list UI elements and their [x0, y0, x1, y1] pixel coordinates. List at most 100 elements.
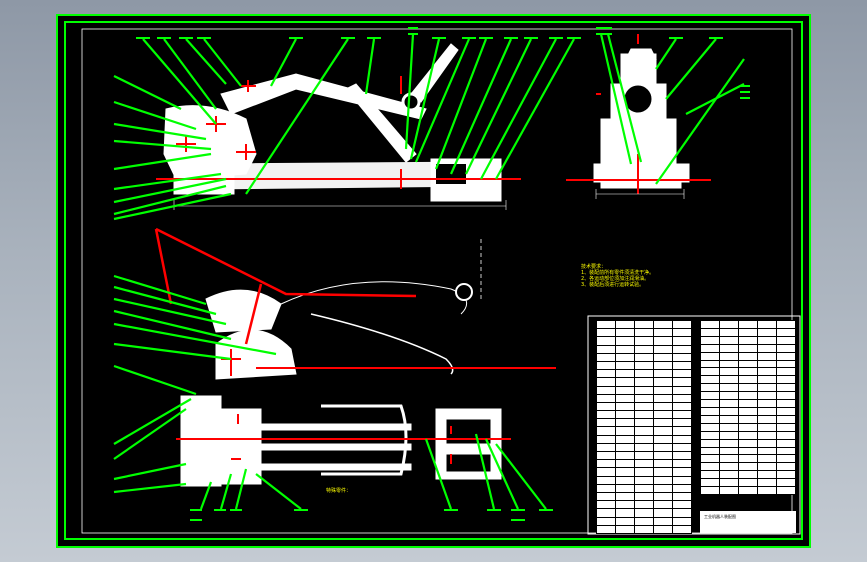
parts-list-cell [653, 401, 673, 412]
parts-list-row [700, 359, 796, 369]
parts-list-cell [738, 462, 758, 472]
parts-list-cell [719, 470, 739, 480]
side-view-dimension [595, 189, 685, 199]
parts-list-cell [700, 478, 720, 488]
parts-list-cell [700, 351, 720, 361]
parts-list-cell [672, 508, 692, 518]
parts-list-row [700, 446, 796, 456]
parts-list-cell [776, 327, 796, 337]
parts-list-cell [757, 327, 777, 337]
parts-list-cell [653, 319, 673, 330]
parts-list-cell [719, 375, 739, 385]
technical-notes: 技术要求： 1、装配前所有零件须清洗干净。 2、各运动部位须加注润滑油。 3、装… [581, 264, 654, 288]
parts-list-cell [757, 470, 777, 480]
parts-list-cell [596, 369, 616, 379]
parts-list-row [700, 351, 796, 361]
parts-list-cell [653, 483, 673, 493]
title-block: 工业机器人装配图 [700, 511, 796, 533]
parts-list-cell [596, 459, 616, 469]
parts-list-cell [738, 414, 758, 424]
parts-list-row [596, 459, 692, 469]
parts-list-cell [757, 391, 777, 401]
parts-list-cell [672, 500, 692, 510]
parts-list-cell [653, 377, 673, 387]
parts-list-cell [672, 491, 692, 502]
parts-list-cell [719, 414, 739, 424]
parts-list-cell [700, 422, 720, 432]
parts-list-cell [634, 442, 654, 453]
parts-list-cell [757, 486, 777, 495]
parts-list-row [596, 410, 692, 420]
parts-list-cell [738, 399, 758, 408]
parts-list-cell [596, 336, 616, 346]
parts-list-cell [615, 344, 635, 354]
parts-list-cell [738, 422, 758, 432]
parts-list-row [700, 335, 796, 345]
parts-list-cell [672, 459, 692, 469]
parts-list-cell [672, 475, 692, 485]
parts-list-row [596, 516, 692, 526]
parts-list-cell [672, 369, 692, 379]
parts-list-cell [776, 391, 796, 401]
parts-list-cell [757, 367, 777, 377]
parts-list-cell [757, 359, 777, 369]
parts-list-row [700, 383, 796, 393]
parts-list-row [700, 343, 796, 353]
parts-list-cell [596, 360, 616, 371]
parts-list-cell [596, 500, 616, 510]
parts-list-cell [776, 438, 796, 448]
parts-list-cell [719, 438, 739, 448]
parts-list-cell [700, 320, 720, 329]
parts-list-cell [615, 360, 635, 371]
parts-list-cell [615, 393, 635, 403]
parts-list-cell [615, 475, 635, 485]
parts-list-row [596, 328, 692, 338]
parts-list-cell [634, 410, 654, 420]
technical-notes-heading: 技术要求： [581, 264, 607, 270]
parts-list-cell [700, 462, 720, 472]
parts-list-cell [776, 454, 796, 464]
parts-list-cell [653, 467, 673, 477]
parts-list-cell [700, 375, 720, 385]
parts-list-row [596, 319, 692, 330]
parts-list-cell [634, 377, 654, 387]
parts-list-cell [596, 475, 616, 485]
parts-list-cell [672, 524, 692, 535]
outer-frame [56, 14, 811, 548]
parts-list-cell [672, 377, 692, 387]
parts-list-row [700, 470, 796, 480]
parts-list-cell [700, 470, 720, 480]
parts-list-row [596, 426, 692, 436]
parts-list-row [596, 442, 692, 453]
parts-list-cell [738, 391, 758, 401]
parts-list-row [596, 434, 692, 444]
parts-list-cell [596, 524, 616, 535]
parts-list-row [700, 399, 796, 408]
reach-envelope [154, 227, 417, 345]
parts-list-row [700, 375, 796, 385]
parts-list-cell [672, 360, 692, 371]
parts-list-cell [757, 335, 777, 345]
parts-list-cell [634, 319, 654, 330]
parts-list-cell [757, 462, 777, 472]
parts-list-cell [672, 319, 692, 330]
parts-list-cell [596, 467, 616, 477]
parts-list-cell [653, 450, 673, 461]
parts-list-cell [738, 430, 758, 440]
parts-list-row [596, 360, 692, 371]
parts-list-cell [776, 422, 796, 432]
parts-list-cell [719, 359, 739, 369]
parts-list-left [596, 319, 692, 535]
parts-list-cell [653, 344, 673, 354]
parts-list-cell [738, 470, 758, 480]
parts-list-cell [776, 430, 796, 440]
parts-list-row [596, 508, 692, 518]
parts-list-cell [634, 369, 654, 379]
parts-list-cell [596, 491, 616, 502]
parts-list-cell [776, 478, 796, 488]
parts-list-cell [700, 454, 720, 464]
parts-list-cell [672, 344, 692, 354]
parts-list-cell [719, 320, 739, 329]
parts-list-row [596, 483, 692, 493]
parts-list-cell [738, 359, 758, 369]
